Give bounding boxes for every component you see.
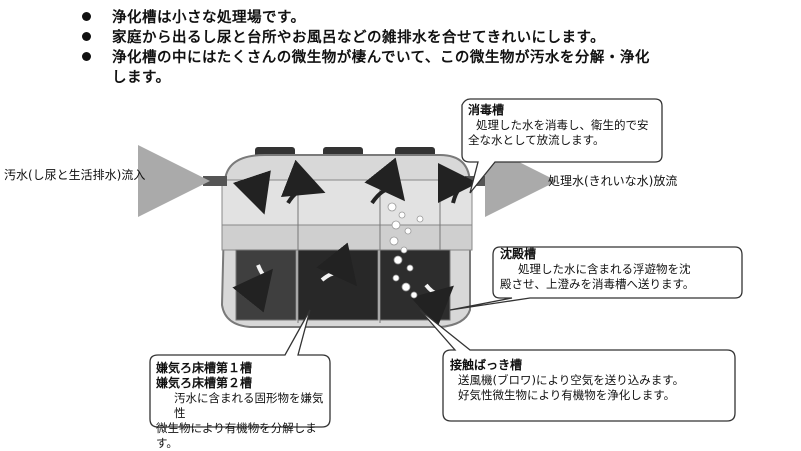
callout-contact-aeration: 接触ばっき槽 送風機(ブロワ)により空気を送り込みます。 好気性微生物により有機…	[450, 358, 685, 402]
callout-sedimentation: 沈殿槽 処理した水に含まれる浮遊物を沈 殿させ、上澄みを消毒槽へ送ります。	[500, 247, 695, 291]
bullet-dot-icon	[82, 12, 91, 21]
septic-tank-diagram: 汚水(し尿と生活排水)流入 処理水(きれいな水)放流 消毒槽 処理した水を消毒し…	[0, 95, 801, 450]
septic-tank	[203, 147, 487, 328]
inlet-label: 汚水(し尿と生活排水)流入	[4, 168, 146, 182]
diagram-graphics	[138, 98, 743, 428]
bullet-dot-icon	[82, 52, 91, 61]
bullet-dot-icon	[82, 32, 91, 41]
callout-anaerobic: 嫌気ろ床槽第１槽 嫌気ろ床槽第２槽 汚水に含まれる固形物を嫌気性 微生物により有…	[156, 361, 324, 450]
outlet-label: 処理水(きれいな水)放流	[548, 174, 678, 188]
bullet-list: 浄化槽は小さな処理場です。 家庭から出るし尿と台所やお風呂などの雑排水を合せてき…	[0, 0, 801, 100]
callout-disinfection: 消毒槽 処理した水を消毒し、衛生的で安 全な水として放流します。	[468, 103, 649, 147]
